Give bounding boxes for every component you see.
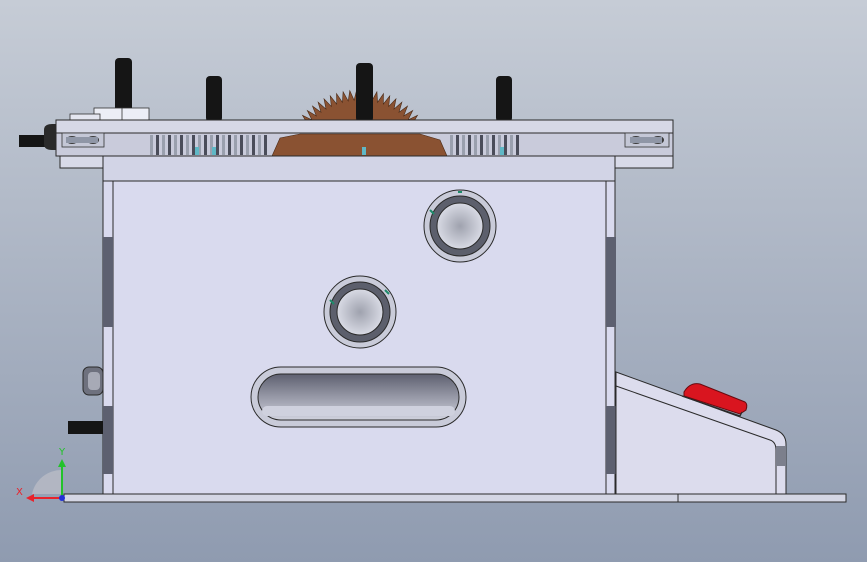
- housing-side-knob[interactable]: [82, 366, 104, 396]
- rack-tooth: [480, 135, 483, 155]
- rack-tooth: [468, 135, 471, 155]
- rack-tooth: [462, 135, 465, 155]
- side-rod-left[interactable]: [68, 421, 103, 434]
- rack-tooth: [258, 135, 261, 155]
- blade-lower-part: [271, 133, 448, 157]
- rack-tooth: [486, 135, 489, 155]
- rack-tooth: [162, 135, 165, 155]
- guide-rods: [115, 58, 512, 122]
- rack-tooth: [450, 135, 453, 155]
- rack-tooth: [204, 135, 207, 155]
- guide-rod[interactable]: [206, 76, 222, 122]
- rack-gear-strips: [150, 135, 519, 155]
- rack-tooth: [246, 135, 249, 155]
- adjustment-slot[interactable]: [250, 366, 467, 428]
- rack-tooth: [474, 135, 477, 155]
- rack-pin: [500, 147, 504, 155]
- triad-plane: [32, 469, 62, 494]
- rack-tooth: [198, 135, 201, 155]
- bearing-block-right: [624, 132, 670, 148]
- rack-tooth: [510, 135, 513, 155]
- power-switch[interactable]: [681, 383, 748, 417]
- rack-tooth: [516, 135, 519, 155]
- rack-tooth: [192, 135, 195, 155]
- power-switch-rocker[interactable]: [683, 383, 748, 415]
- rack-pin: [195, 147, 199, 155]
- guide-rod[interactable]: [496, 76, 512, 122]
- guide-rod[interactable]: [115, 58, 132, 122]
- bearing-block-left: [61, 132, 105, 148]
- x-axis-arrow-head: [26, 494, 34, 502]
- rack-tooth: [504, 135, 507, 155]
- x-axis-label: X: [16, 487, 23, 498]
- rack-tooth: [240, 135, 243, 155]
- switch-housing[interactable]: [615, 371, 787, 495]
- base-plate: [63, 493, 847, 503]
- table-lock-knob[interactable]: [19, 124, 58, 150]
- upper-shaft-hole[interactable]: [423, 189, 497, 263]
- rack-tooth: [210, 135, 213, 155]
- rack-pin: [212, 147, 216, 155]
- rack-tooth: [180, 135, 183, 155]
- rack-pin: [362, 147, 366, 155]
- rack-tooth: [186, 135, 189, 155]
- rack-tooth: [156, 135, 159, 155]
- lower-shaft-hole[interactable]: [323, 275, 397, 349]
- rack-tooth: [228, 135, 231, 155]
- rack-tooth: [174, 135, 177, 155]
- coordinate-triad: X Y: [16, 447, 66, 502]
- guide-rod[interactable]: [356, 63, 373, 122]
- rack-tooth: [234, 135, 237, 155]
- rack-tooth: [252, 135, 255, 155]
- rack-tooth: [150, 135, 153, 155]
- rack-tooth: [498, 135, 501, 155]
- rack-tooth: [456, 135, 459, 155]
- z-axis-dot: [59, 495, 65, 501]
- rack-tooth: [216, 135, 219, 155]
- rack-tooth: [168, 135, 171, 155]
- y-axis-label: Y: [58, 447, 66, 458]
- rack-tooth: [222, 135, 225, 155]
- rack-tooth: [264, 135, 267, 155]
- rack-tooth: [492, 135, 495, 155]
- clamp-bracket[interactable]: [69, 107, 150, 123]
- y-axis-arrow-head: [58, 459, 66, 467]
